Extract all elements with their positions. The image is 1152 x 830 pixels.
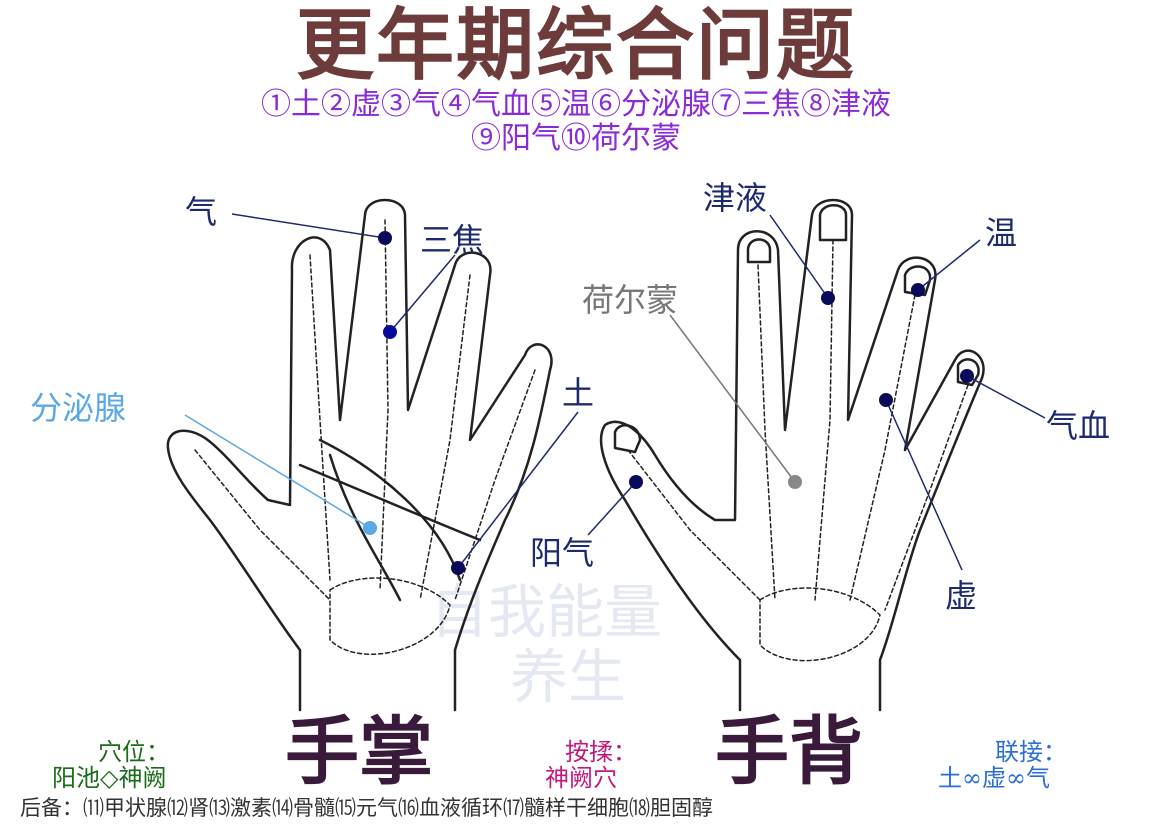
label-heermeng: 荷尔蒙: [582, 281, 679, 319]
label-jinye: 津液: [703, 179, 768, 217]
back-bone-little: [884, 384, 969, 611]
item-list-line-2: ⑨阳气⑩荷尔蒙: [471, 121, 681, 156]
back-caption: 手背: [715, 709, 863, 795]
back-nail-thumb: [613, 424, 642, 454]
watermark-line-2: 养生: [510, 643, 627, 711]
point-fenmixian: [363, 521, 377, 535]
palm-crease-1: [298, 463, 482, 542]
palm-crease-2: [328, 453, 402, 602]
acupoint-heading: 穴位：: [98, 738, 170, 766]
palm-crease-3: [318, 438, 462, 582]
footer-backup-list: 后备：⑾甲状腺⑿肾⒀激素⒁骨髓⒂元气⒃血液循环⒄髓样干细胞⒅胆固醇: [20, 796, 713, 820]
point-heermeng: [788, 475, 802, 489]
point-sanjiao: [383, 325, 397, 339]
leader-tu: [457, 411, 579, 569]
label-qi: 气: [185, 193, 218, 231]
palm-caption: 手掌: [285, 709, 433, 795]
link-value: 土∞虚∞气: [938, 764, 1050, 792]
palm-carpals: [329, 577, 451, 655]
point-jinye: [821, 291, 835, 305]
leader-wen: [917, 239, 981, 291]
palm-bone-ring: [419, 274, 471, 601]
label-tu: 土: [562, 374, 595, 412]
massage-value: 神阙穴: [545, 764, 617, 792]
label-yangqi: 阳气: [530, 534, 595, 572]
item-list-line-1: ①土②虚③气④气血⑤温⑥分泌腺⑦三焦⑧津液: [261, 87, 891, 122]
point-yangqi: [629, 475, 643, 489]
massage-heading: 按揉：: [565, 738, 637, 766]
leader-qixue: [966, 375, 1046, 419]
palm-hand-outline: [166, 198, 553, 712]
point-xu: [879, 393, 893, 407]
leader-yangqi: [587, 481, 637, 536]
back-nail-ring: [903, 265, 932, 297]
point-qixue: [960, 369, 974, 383]
palm-bone-index: [309, 254, 331, 581]
back-nail-index: [746, 238, 772, 264]
palm-bone-middle: [379, 219, 389, 591]
back-hand-outline: [599, 198, 985, 712]
back-nail-little: [956, 358, 980, 387]
palm-bone-little: [454, 369, 536, 601]
palm-bone-thumb: [194, 449, 331, 601]
point-qi: [378, 231, 392, 245]
back-nail-middle: [818, 204, 848, 242]
acupoint-value: 阳池◇神阙: [52, 764, 167, 792]
label-qixue: 气血: [1046, 407, 1111, 445]
leader-qi: [231, 213, 386, 239]
leader-jinye: [769, 214, 829, 299]
label-sanjiao: 三焦: [420, 221, 485, 259]
leader-xu: [885, 399, 963, 571]
back-bone-ring: [849, 294, 916, 601]
back-carpals: [759, 587, 881, 662]
label-fenmixian: 分泌腺: [30, 389, 127, 427]
back-bone-index: [757, 264, 776, 601]
label-wen: 温: [985, 214, 1018, 252]
point-wen: [911, 283, 925, 297]
label-xu: 虚: [945, 577, 978, 615]
leader-fenmixian: [184, 414, 371, 529]
page-title: 更年期综合问题: [295, 0, 856, 91]
leader-sanjiao: [389, 254, 456, 333]
link-heading: 联接：: [995, 738, 1067, 766]
back-bone-thumb: [627, 449, 761, 601]
leader-heermeng: [669, 314, 796, 483]
point-tu: [451, 561, 465, 575]
